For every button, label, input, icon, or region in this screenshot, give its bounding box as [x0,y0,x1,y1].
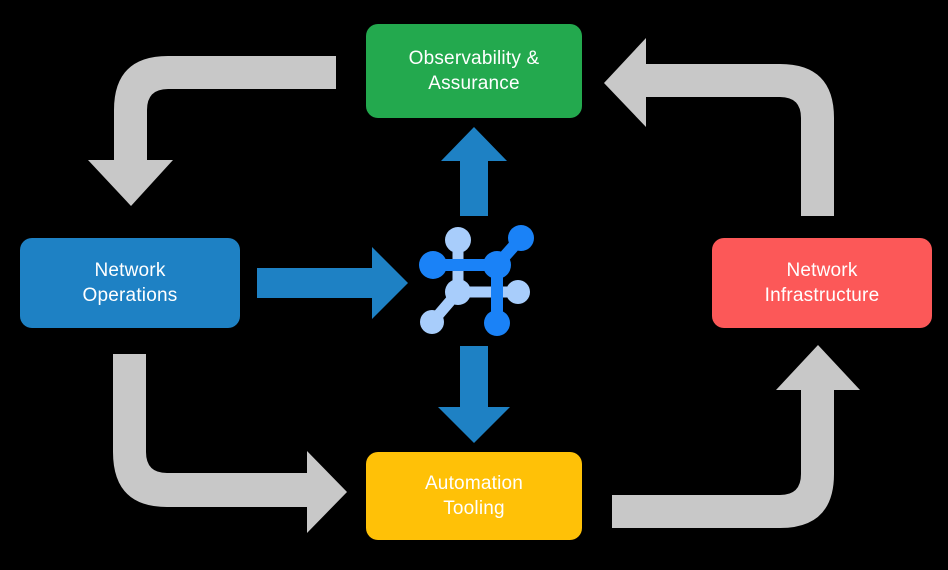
node-label-automation-tooling: Automation Tooling [424,472,524,519]
node-label-network-infrastructure: Network Infrastructure [764,259,880,306]
network-topology-icon-glyph [419,225,534,336]
node-box-network-operations[interactable]: Network Operations [20,238,240,328]
flow-arrow-operations-to-core [257,247,408,319]
cycle-arrow-infrastructure-to-observability [604,38,834,216]
flow-arrow-core-to-automation [438,346,510,443]
node-label-network-operations: Network Operations [82,259,178,306]
node-box-network-infrastructure[interactable]: Network Infrastructure [712,238,932,328]
cycle-arrow-operations-to-automation [113,354,347,533]
topology-nodes-secondary [420,227,530,334]
node-label-observability: Observability & Assurance [408,47,540,94]
node-box-automation-tooling[interactable]: Automation Tooling [366,452,582,540]
cycle-arrow-observability-to-operations [88,56,336,206]
cycle-arrow-automation-to-infrastructure [612,345,860,528]
flow-arrow-core-to-observability [441,127,507,216]
topology-nodes-primary [419,225,534,336]
node-box-observability[interactable]: Observability & Assurance [366,24,582,118]
